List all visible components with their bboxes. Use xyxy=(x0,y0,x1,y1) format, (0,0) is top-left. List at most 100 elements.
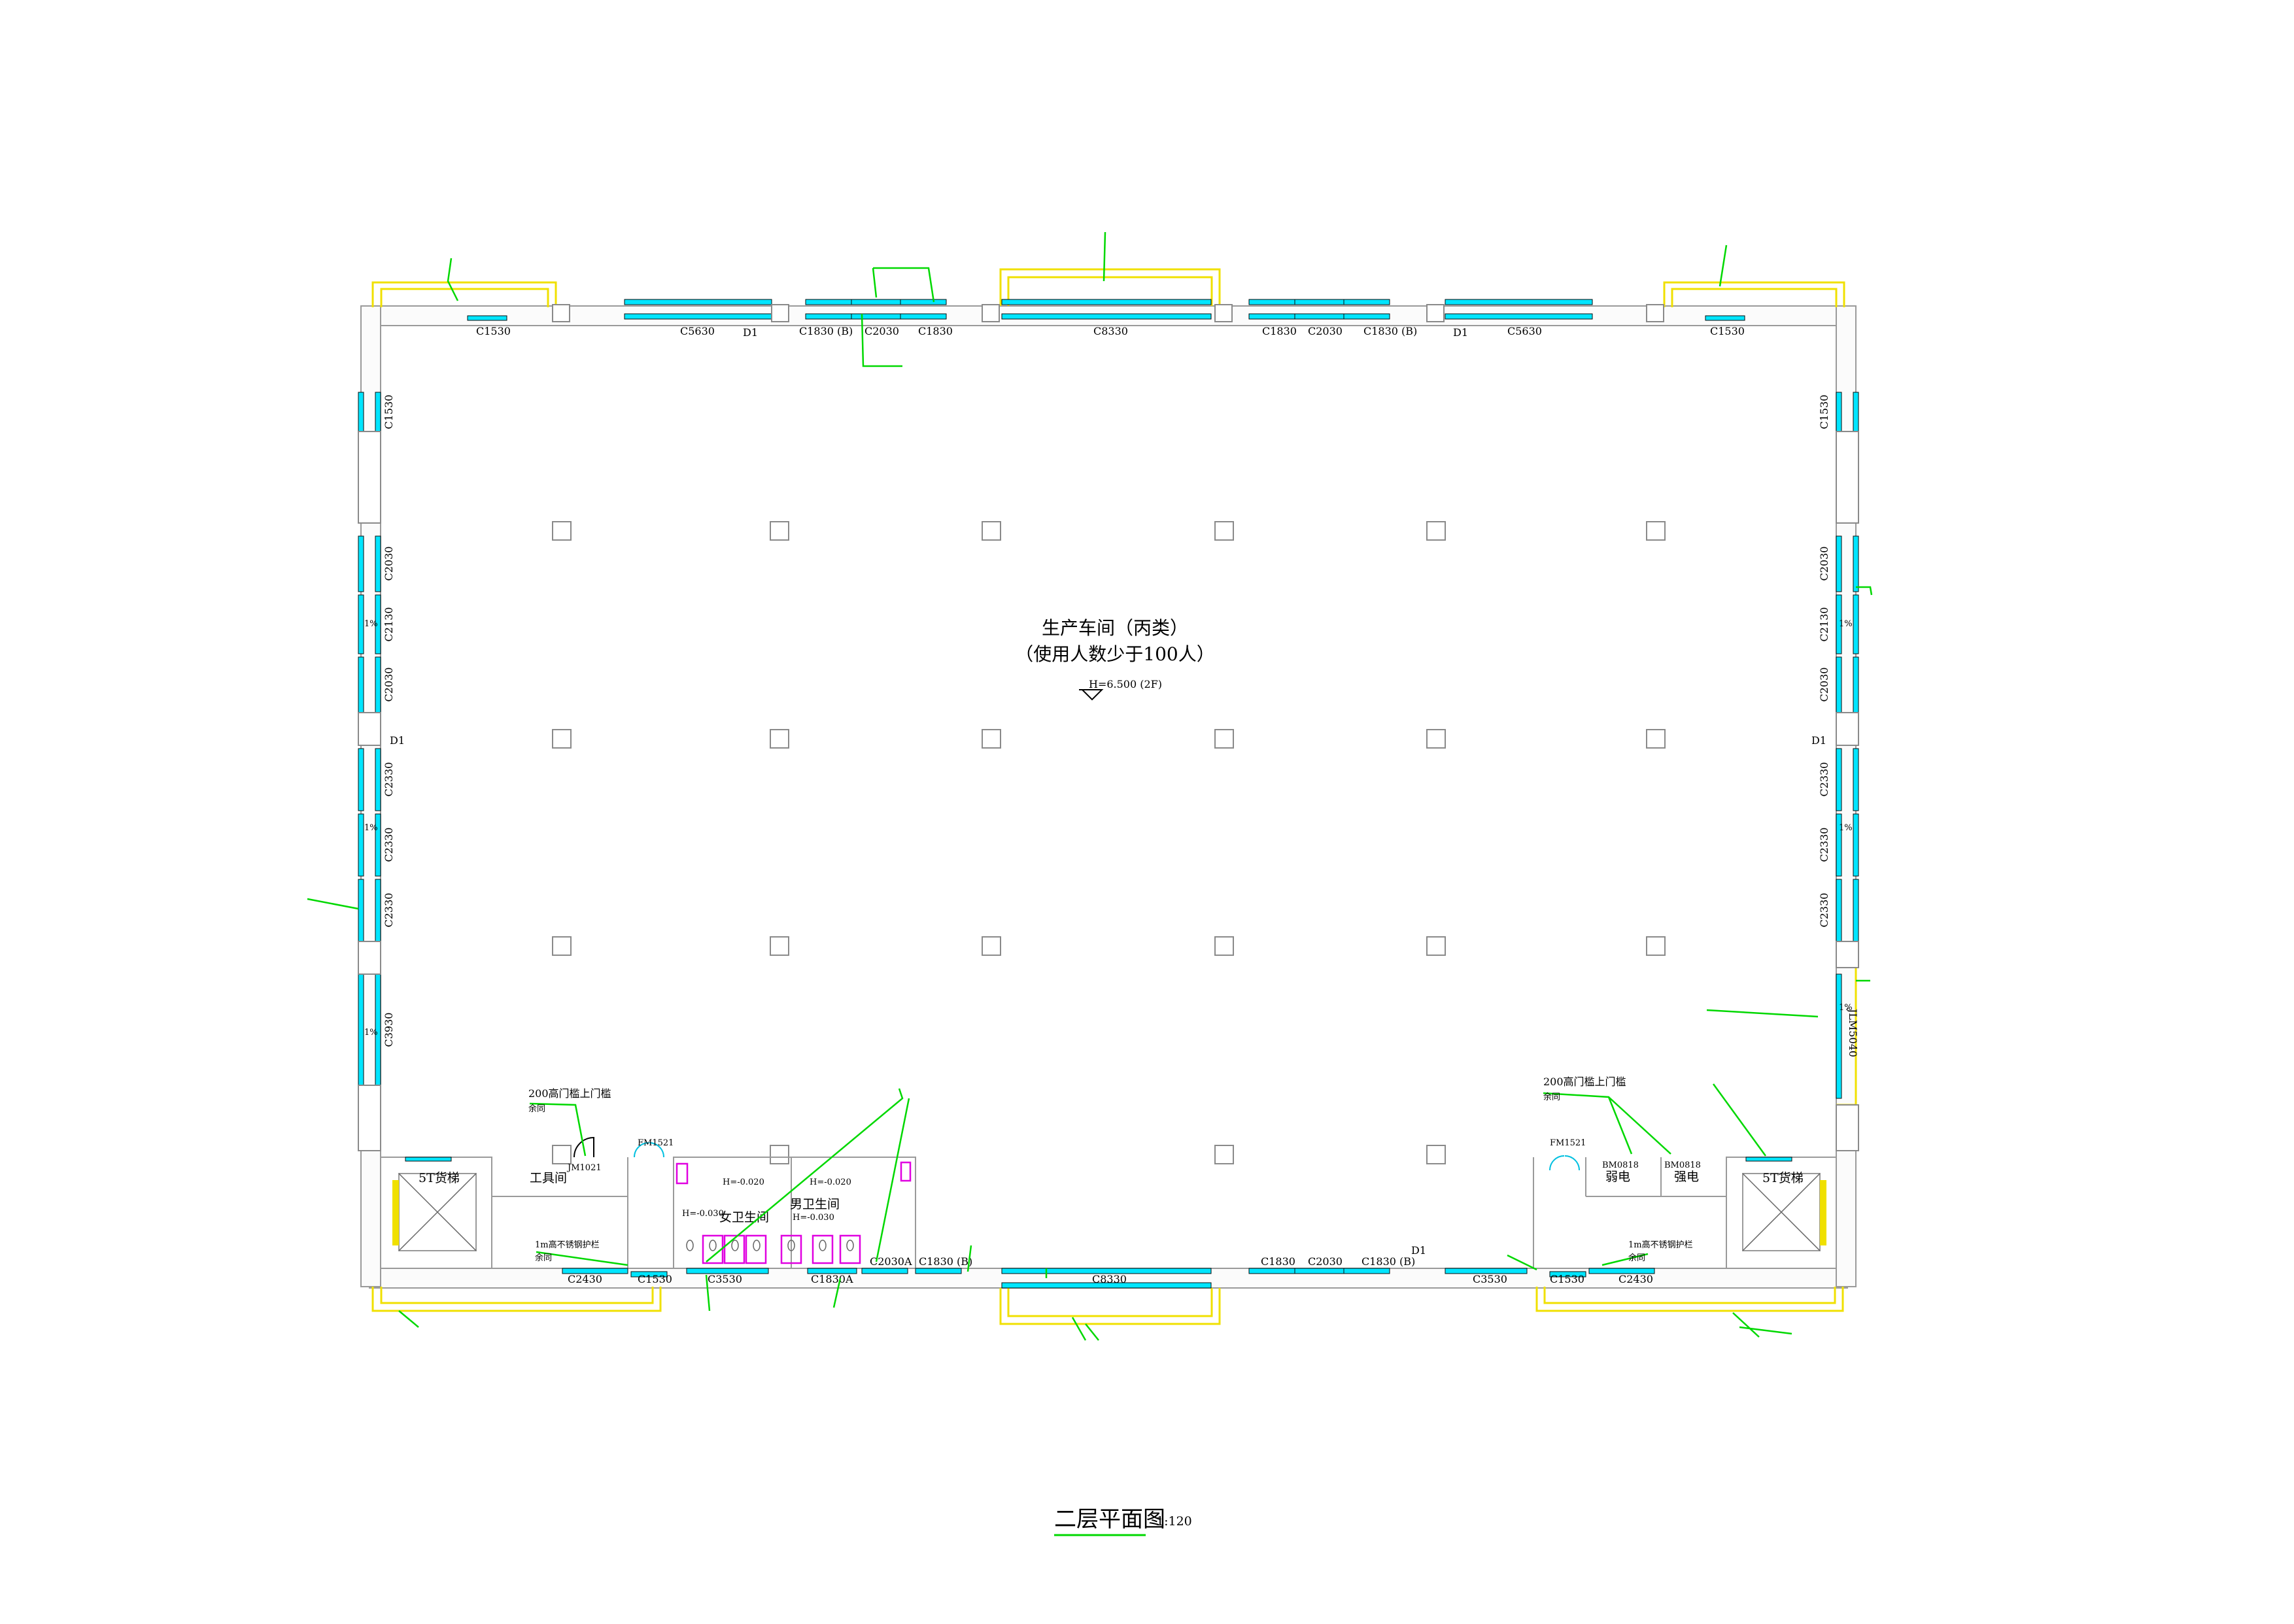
column xyxy=(770,521,789,541)
window-c1830-d xyxy=(1343,299,1390,305)
wc-elev-a: H=-0.020 xyxy=(723,1177,764,1187)
ledge-bottom-left xyxy=(371,1287,662,1312)
bottom-window-labels: C2430 C1530 C3530 C1830A C2030A C1830 (B… xyxy=(568,1244,1653,1285)
window-r8 xyxy=(1836,879,1842,942)
ledge-bottom-left-inner xyxy=(380,1287,654,1304)
leader-line xyxy=(1732,1312,1760,1338)
door-fm1521-left-icon xyxy=(634,1142,664,1158)
leader-line xyxy=(861,313,902,367)
toilet-icon xyxy=(787,1240,795,1251)
wc-outline xyxy=(673,1157,916,1269)
pct-r3: 1% xyxy=(1839,1003,1853,1013)
window-b13 xyxy=(1549,1271,1586,1277)
drawing-title-text: 二层平面图 xyxy=(1054,1506,1165,1532)
ledge-top-right xyxy=(1663,281,1845,307)
label-b3: C3530 xyxy=(708,1273,742,1285)
window-b10 xyxy=(1343,1268,1390,1274)
column xyxy=(1426,729,1446,749)
label-b9: C2030 xyxy=(1308,1255,1343,1268)
window-r7 xyxy=(1836,813,1842,877)
window-c2030-b xyxy=(1294,299,1344,305)
leader-line xyxy=(1706,1009,1819,1018)
label-l7: C2330 xyxy=(383,828,395,862)
column xyxy=(552,936,572,956)
callout-labels: 200高门槛上门槛 余同 200高门槛上门槛 余同 1m高不锈钢护栏 余同 1m… xyxy=(528,1075,1693,1263)
freight-lift-left-label: 5T货梯 xyxy=(419,1171,460,1185)
label-c5630-tl: C5630 xyxy=(680,325,715,337)
wc-elev-c: H=-0.030 xyxy=(682,1209,724,1219)
bottom-left-block: 5T货梯 工具间 xyxy=(380,1157,628,1269)
pct-l1: 1% xyxy=(364,619,378,629)
right-window-labels: C1530 C2030 C2130 C2030 D1 C2330 C2330 C… xyxy=(1811,395,1859,1058)
door-jm1021-icon xyxy=(574,1136,594,1158)
window-lift-left xyxy=(405,1157,452,1162)
callouts xyxy=(307,231,1873,1341)
pilaster xyxy=(771,304,789,322)
window-r3 xyxy=(1836,594,1842,654)
door-bm0818-b: BM0818 xyxy=(1664,1160,1701,1170)
window-l6-b xyxy=(375,748,381,811)
window-b9 xyxy=(1294,1268,1344,1274)
main-room-elevation: H=6.500 (2F) xyxy=(1089,678,1162,690)
doors: JM1021 FM1521 FM1521 xyxy=(566,1136,1586,1173)
ledge-bottom-right xyxy=(1535,1287,1844,1312)
top-pilasters xyxy=(552,304,1664,322)
leader-line xyxy=(967,1245,972,1272)
leader-line xyxy=(705,1274,711,1311)
window-c8330-top-b xyxy=(1001,313,1212,320)
leader-line xyxy=(706,1088,910,1262)
window-c1830-a xyxy=(805,299,852,305)
toilet-icon xyxy=(709,1240,717,1251)
label-r1: C1530 xyxy=(1818,395,1830,430)
stall-5 xyxy=(812,1234,834,1264)
label-r4: C2030 xyxy=(1818,668,1830,702)
label-r2: C2030 xyxy=(1818,547,1830,581)
window-b12 xyxy=(1445,1268,1528,1274)
callout-200-left: 200高门槛上门槛 xyxy=(528,1087,611,1100)
pilaster xyxy=(1646,304,1664,322)
column xyxy=(982,936,1001,956)
label-b2: C1530 xyxy=(638,1273,672,1285)
column xyxy=(1214,936,1234,956)
column xyxy=(1646,729,1666,749)
window-c2030-b-b xyxy=(1294,313,1344,320)
callout-1m-left: 1m高不锈钢护栏 xyxy=(535,1240,600,1250)
window-c1530-tr xyxy=(1705,315,1745,321)
label-l2: C2030 xyxy=(383,547,395,581)
sink-left xyxy=(676,1162,689,1185)
stall-1 xyxy=(702,1234,724,1264)
window-r9 xyxy=(1836,973,1842,1099)
window-c1830-b xyxy=(900,299,947,305)
pilaster-l xyxy=(358,941,381,975)
lift-cross-icon-right xyxy=(1742,1173,1821,1251)
pilaster-l xyxy=(358,1085,381,1151)
leader-line xyxy=(1719,245,1728,287)
window-l8-b xyxy=(375,879,381,942)
pilaster-r xyxy=(1836,1104,1859,1151)
label-c8330-top: C8330 xyxy=(1093,325,1128,337)
label-b5: C2030A xyxy=(870,1255,912,1268)
leader-line xyxy=(1071,1317,1087,1341)
column xyxy=(1214,521,1234,541)
window-b5 xyxy=(861,1268,908,1274)
window-c1530-tl xyxy=(467,315,507,321)
label-c1530-tl: C1530 xyxy=(476,325,511,337)
window-b1 xyxy=(562,1268,628,1274)
label-d1-tl: D1 xyxy=(743,326,758,339)
window-r1-b xyxy=(1853,392,1859,432)
window-l2-b xyxy=(375,535,381,592)
callout-1m-left-sub: 余同 xyxy=(535,1253,552,1263)
window-l4 xyxy=(358,656,364,713)
pilaster-r xyxy=(1836,712,1859,746)
column xyxy=(1214,1145,1234,1164)
leader-line xyxy=(872,267,935,303)
leader-line xyxy=(536,1251,628,1266)
column xyxy=(982,521,1001,541)
weak-current-label: 弱电 xyxy=(1605,1170,1630,1184)
window-l4-b xyxy=(375,656,381,713)
top-windows xyxy=(467,299,1745,321)
column xyxy=(1426,521,1446,541)
leader-line xyxy=(1543,1092,1671,1155)
